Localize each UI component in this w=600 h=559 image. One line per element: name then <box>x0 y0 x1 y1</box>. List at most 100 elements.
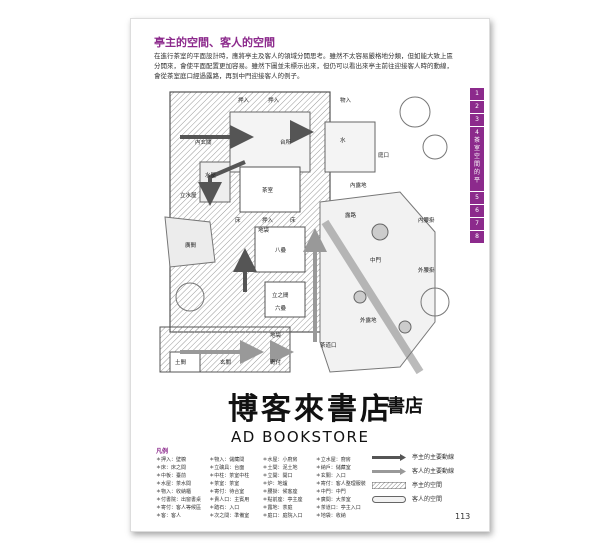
legend-item: ＊寄付：客人整理服裝 <box>315 481 366 487</box>
guest-space-swatch <box>372 496 406 503</box>
legend-item: ＊廣間：大茶室 <box>315 497 351 503</box>
side-tab-6[interactable]: 6 <box>470 205 484 217</box>
watermark-english: AD BOOKSTORE <box>231 428 370 446</box>
legend-item: ＊中柱：茶室中柱 <box>209 473 250 479</box>
legend-item: ＊客：客人 <box>156 513 182 519</box>
legend-list: ＊押入：壁櫥 ＊床：床之間 ＊中板：臺前 ＊水屋：茶水間 ＊物入：收納櫃 ＊付書… <box>156 456 366 520</box>
mizuya-right <box>324 121 376 173</box>
intro-paragraph: 在進行茶室的平面設計時，應將亭主及客人的領域分開思考。雖然不太容易嚴格地分類，但… <box>154 52 453 80</box>
legend-item: ＊物入：收納櫃 <box>156 489 192 495</box>
legend-item: ＊寄付：待合室 <box>209 489 245 495</box>
legend-item: ＊貴人口：主賓用 <box>209 497 250 503</box>
plan-label: 床 <box>290 216 296 224</box>
side-tab-2[interactable]: 2 <box>470 101 484 113</box>
legend-heading: 凡例 <box>156 448 169 455</box>
plan-label: 地袋 <box>270 331 282 339</box>
legend-item: ＊腰掛：候客座 <box>262 489 298 495</box>
plan-label: 床 <box>235 216 241 224</box>
plan-label: 內露地 <box>350 181 367 189</box>
plan-label: 立水屋 <box>180 191 197 199</box>
plan-label: 水 <box>340 136 346 144</box>
page-number: 113 <box>455 512 471 521</box>
plan-label: 露路 <box>345 211 357 219</box>
host-route-swatch <box>372 454 406 461</box>
key-host-space: 亭主的空間 <box>372 480 482 492</box>
floor-plan-diagram: 押入 押入 物入 台所 內玄關 水屋 立水屋 茶室 內露地 水 押入 床 地袋 … <box>159 91 450 375</box>
active-tab-char: 的 <box>473 169 480 176</box>
active-tab-char: 室 <box>473 145 480 152</box>
page-title: 亭主的空間、客人的空間 <box>154 36 275 49</box>
water-room <box>199 161 231 203</box>
legend-item: ＊立水屋：廚房 <box>315 457 351 463</box>
legend-item: ＊立開：開口 <box>262 473 293 479</box>
plan-label: 中門 <box>370 256 382 264</box>
plan-label: 六疊 <box>275 304 287 312</box>
legend-item: ＊納戶：儲藏室 <box>315 465 351 471</box>
legend-item: ＊踏石：入口 <box>209 505 240 511</box>
plan-label: 庭口 <box>378 151 389 159</box>
plan-label: 押入 <box>268 96 280 104</box>
plan-label: 玄關 <box>220 358 232 366</box>
host-space-swatch <box>372 482 406 489</box>
plan-label: 廣間 <box>185 241 197 249</box>
host-route-arrow <box>198 160 246 206</box>
side-tab-8[interactable]: 8 <box>470 231 484 243</box>
active-tab-char: 茶 <box>473 137 480 144</box>
side-tab-7[interactable]: 7 <box>470 218 484 230</box>
plan-label: 押入 <box>262 216 274 224</box>
legend-item: ＊庭口：庭院入口 <box>262 513 303 519</box>
guest-route-swatch <box>372 468 406 475</box>
plan-label: 物入 <box>340 96 352 104</box>
plan-label: 押入 <box>238 96 250 104</box>
legend-item: ＊押入：壁櫥 <box>156 457 187 463</box>
tea-room <box>239 166 301 213</box>
plan-label: 內玄關 <box>195 138 212 146</box>
plan-label: 茶道口 <box>320 341 337 349</box>
active-tab-char: 間 <box>473 161 480 168</box>
active-tab-number: 4 <box>475 129 479 136</box>
side-tab-1[interactable]: 1 <box>470 88 484 100</box>
plan-label: 立之間 <box>272 291 289 299</box>
key-host-route: 亭主的主要動線 <box>372 452 482 464</box>
legend-item: ＊床：床之間 <box>156 465 187 471</box>
legend-item: ＊水屋：茶水間 <box>156 481 192 487</box>
plan-label: 外露地 <box>360 316 377 324</box>
active-tab-char: 平 <box>473 177 480 184</box>
hiroma-room <box>254 226 306 273</box>
legend-item: ＊茶室：茶室 <box>209 481 240 487</box>
plan-label: 水屋 <box>205 171 217 179</box>
side-tab-3[interactable]: 3 <box>470 114 484 126</box>
legend-item: ＊立礦具：台面 <box>209 465 245 471</box>
side-tab-5[interactable]: 5 <box>470 192 484 204</box>
legend-item: ＊土間：泥土地 <box>262 465 298 471</box>
path-diagonal <box>321 219 424 375</box>
legend-item: ＊中板：臺前 <box>156 473 187 479</box>
plan-label: 土間 <box>175 358 187 366</box>
legend-item: ＊地袋：收納 <box>315 513 346 519</box>
side-tab-4-active[interactable]: 4 茶 室 空 間 的 平 <box>470 127 484 191</box>
plan-label: 寄付 <box>270 358 282 366</box>
legend-item: ＊玄關：入口 <box>315 473 346 479</box>
plan-label: 台所 <box>280 138 292 146</box>
left-garden <box>164 216 216 268</box>
legend-item: ＊寄付：客人等候區 <box>156 505 202 511</box>
plan-label: 外腰掛 <box>418 266 435 274</box>
tsugi-room <box>264 281 306 318</box>
legend-item: ＊點前座：亭主座 <box>262 497 303 503</box>
legend-item: ＊水屋：小廚房 <box>262 457 298 463</box>
legend-item: ＊露地：茶庭 <box>262 505 293 511</box>
legend-item: ＊付書院：出窗書桌 <box>156 497 202 503</box>
key-guest-space: 客人的空間 <box>372 494 482 506</box>
legend-item: ＊茶道口：亭主入口 <box>315 505 361 511</box>
legend-item: ＊次之間：準備室 <box>209 513 250 519</box>
plan-label: 內腰掛 <box>418 216 435 224</box>
plan-label: 八疊 <box>275 247 287 254</box>
plan-label: 茶室 <box>262 186 274 194</box>
legend-item: ＊中門：中門 <box>315 489 346 495</box>
plan-label: 地袋 <box>258 226 270 234</box>
legend-item: ＊物入：儲藏間 <box>209 457 245 463</box>
side-tabs: 1 2 3 4 茶 室 空 間 的 平 5 6 7 8 <box>470 88 484 244</box>
legend-item: ＊炉：地爐 <box>262 481 288 487</box>
key-guest-route: 客人的主要動線 <box>372 466 482 478</box>
watermark-chinese: 博客來書店 <box>228 392 393 427</box>
